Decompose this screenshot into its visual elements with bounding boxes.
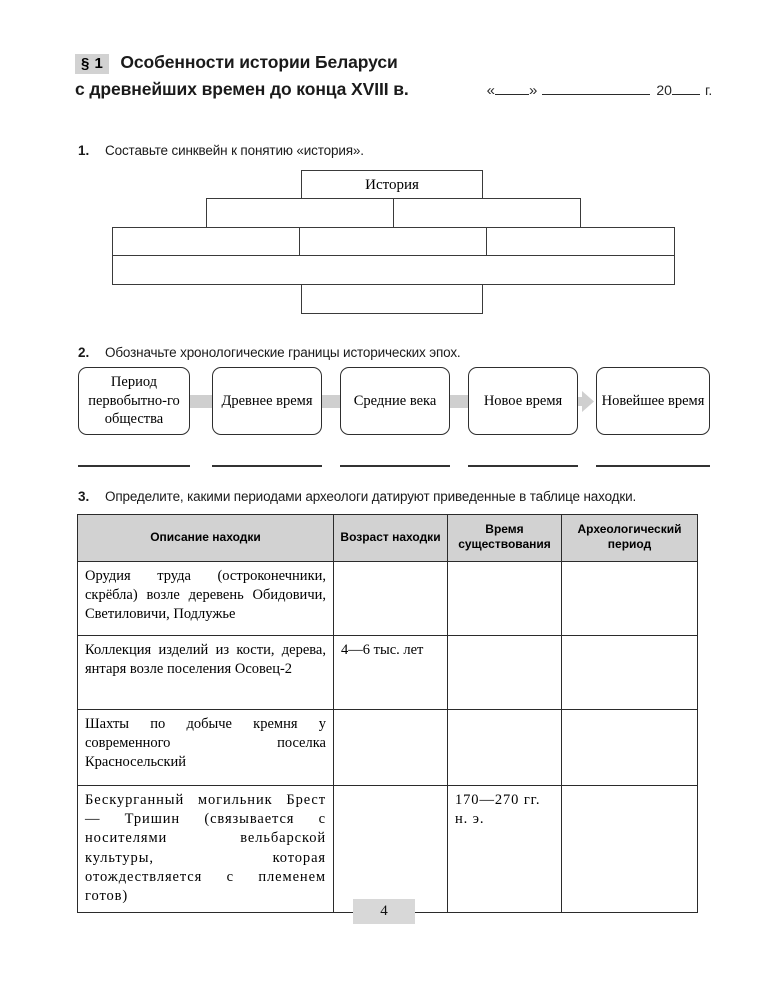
date-month-blank[interactable]	[542, 81, 651, 95]
era-box-label: Период первобытно-го общества	[88, 374, 180, 428]
cell-age[interactable]	[333, 784, 448, 914]
cinquain-row-2	[206, 198, 581, 229]
era-box-modern: Новое время	[468, 367, 578, 435]
era-connector-2	[316, 395, 342, 408]
cell-period[interactable]	[561, 708, 698, 786]
header-line-2: с древнейших времен до конца XVIII в. « »…	[75, 79, 715, 100]
era-box-label: Средние века	[353, 392, 437, 409]
page-header: § 1 Особенности истории Беларуси с древн…	[75, 52, 715, 100]
cinquain-row-1: История	[301, 170, 483, 200]
page-number: 4	[353, 899, 415, 924]
task-3-heading: 3. Определите, какими периодами археолог…	[78, 489, 636, 504]
cell-time[interactable]	[447, 560, 562, 636]
cell-period[interactable]	[561, 784, 698, 914]
task-1-heading: 1. Составьте синквейн к понятию «история…	[78, 143, 364, 158]
answer-line-2[interactable]	[212, 465, 322, 467]
cinquain-row-5	[301, 283, 483, 314]
column-header-period: Археологический период	[561, 514, 698, 562]
date-year-blank[interactable]	[671, 81, 700, 95]
date-fill-in-line[interactable]: « » 20 г.	[487, 81, 713, 99]
task-1-text: Составьте синквейн к понятию «история».	[105, 143, 364, 158]
cell-description: Орудия труда (остроконечники, скрёбла) в…	[77, 560, 334, 636]
cinquain-pyramid: История	[75, 170, 692, 315]
era-box-label: Новое время	[483, 392, 563, 409]
cell-time[interactable]	[447, 708, 562, 786]
date-quote-close: »	[529, 82, 538, 99]
date-day-blank[interactable]	[495, 81, 530, 95]
answer-blank-lines	[78, 465, 710, 471]
era-box-ancient: Древнее время	[212, 367, 322, 435]
era-box-label: Новейшее время	[601, 392, 705, 409]
cell-description: Коллекция изделий из кости, дерева, янта…	[77, 634, 334, 710]
date-quote-open: «	[486, 82, 496, 99]
header-line-1: § 1 Особенности истории Беларуси	[75, 52, 715, 74]
table-row: Орудия труда (остроконечники, скрёбла) в…	[77, 560, 698, 636]
page-title-continued: с древнейших времен до конца XVIII в.	[75, 79, 409, 99]
date-year-suffix: г.	[704, 82, 713, 98]
answer-line-4[interactable]	[468, 465, 578, 467]
cell-time[interactable]	[447, 634, 562, 710]
era-box-middle-ages: Средние века	[340, 367, 450, 435]
cell-age[interactable]	[333, 708, 448, 786]
cinquain-row-3	[112, 226, 676, 257]
column-header-age: Возраст находки	[333, 514, 448, 562]
date-year-prefix: 20	[656, 82, 672, 98]
column-header-description: Описание находки	[77, 514, 334, 562]
task-3-text: Определите, какими периодами археологи д…	[105, 489, 637, 504]
cell-description: Шахты по добыче кремня у современного по…	[77, 708, 334, 786]
findings-table: Описание находки Возраст находки Время с…	[77, 514, 698, 914]
cinquain-cell-blank[interactable]	[112, 226, 301, 257]
answer-line-3[interactable]	[340, 465, 450, 467]
cell-period[interactable]	[561, 634, 698, 710]
task-3-number: 3.	[78, 489, 90, 504]
section-number-badge: § 1	[75, 54, 110, 74]
cell-age[interactable]	[333, 560, 448, 636]
cinquain-cell-topic: История	[301, 170, 483, 200]
cell-time[interactable]: 170—270 гг. н. э.	[447, 784, 562, 914]
task-2-number: 2.	[78, 345, 90, 360]
era-chain-diagram: Период первобытно-го общества Древнее вр…	[78, 367, 710, 435]
era-connector-1	[188, 395, 214, 408]
cinquain-cell-blank[interactable]	[486, 226, 676, 257]
column-header-time: Время существования	[447, 514, 562, 562]
era-box-contemporary: Новейшее время	[596, 367, 710, 435]
cinquain-cell-blank[interactable]	[301, 283, 483, 314]
table-header-row: Описание находки Возраст находки Время с…	[77, 514, 698, 562]
table-row: Коллекция изделий из кости, дерева, янта…	[77, 634, 698, 710]
page-number-value: 4	[380, 903, 388, 919]
task-2-heading: 2. Обозначьте хронологические границы ис…	[78, 345, 461, 360]
answer-line-5[interactable]	[596, 465, 710, 467]
cinquain-cell-blank[interactable]	[392, 198, 581, 229]
task-1-number: 1.	[78, 143, 90, 158]
answer-line-1[interactable]	[78, 465, 190, 467]
cinquain-row-4	[112, 255, 675, 286]
cinquain-cell-blank[interactable]	[206, 198, 395, 229]
table-row: Шахты по добыче кремня у современного по…	[77, 708, 698, 786]
cinquain-cell-blank[interactable]	[112, 255, 675, 286]
task-2-text: Обозначьте хронологические границы истор…	[105, 345, 461, 360]
era-connector-3	[444, 395, 470, 408]
page-title: Особенности истории Беларуси	[120, 52, 398, 72]
cell-age[interactable]: 4—6 тыс. лет	[333, 634, 448, 710]
era-box-primitive: Период первобытно-го общества	[78, 367, 190, 435]
cell-period[interactable]	[561, 560, 698, 636]
era-box-label: Древнее время	[221, 392, 313, 409]
cell-description: Бескурганный могильник Брест — Тришин (с…	[77, 784, 334, 914]
table-row: Бескурганный могильник Брест — Тришин (с…	[77, 784, 698, 914]
era-arrow-icon	[570, 391, 594, 412]
cinquain-cell-blank[interactable]	[299, 226, 488, 257]
